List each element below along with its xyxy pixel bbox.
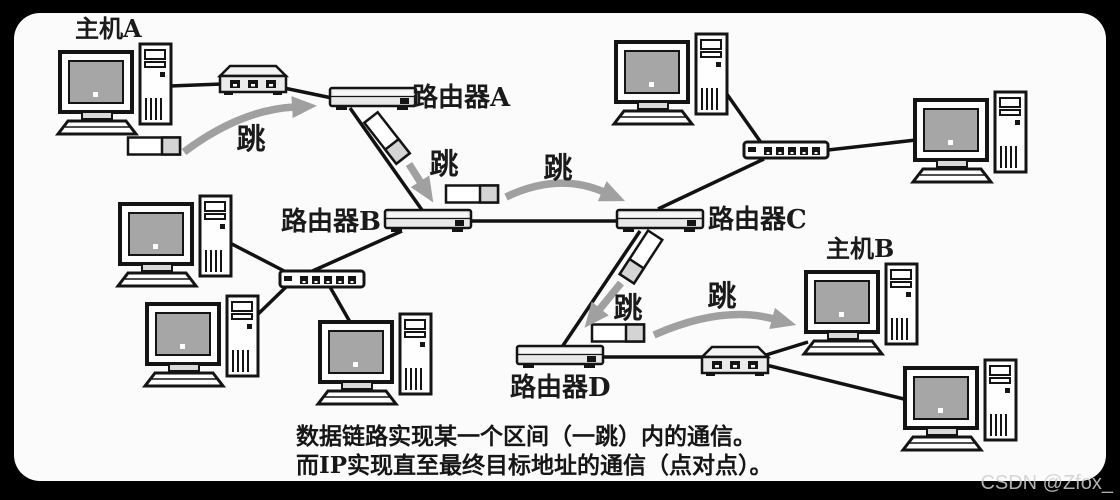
caption-line-2: 而IP实现直至最终目标地址的通信（点对点）。 [296,452,773,479]
hop-label-5: 跳 [707,279,736,313]
link-huba-routera [283,86,333,100]
hop-arrows [181,96,797,339]
link-routerb-switchl [307,229,403,275]
router-c-device [615,208,705,234]
host-b-computer [802,262,919,356]
pc-bottomright [901,358,1018,452]
watermark: CSDN @Zfox_ [980,472,1113,494]
link-hubb-pc-bottomright [765,363,909,402]
host-a-computer [56,42,173,136]
switch-left [278,269,366,289]
hop-label-2: 跳 [429,147,458,181]
pc-topright-1 [612,32,729,126]
router-b-label: 路由器B [281,206,381,237]
hop-label-4: 跳 [613,291,642,325]
hub-top-left [218,64,288,97]
router-d-device [515,344,605,370]
link-switchr-pc-topright2 [827,138,917,152]
hop-arrow-4 [584,280,624,328]
router-d-label: 路由器D [510,372,611,403]
pc-midleft [116,194,233,288]
caption-line-1: 数据链路实现某一个区间（一跳）内的通信。 [296,423,756,450]
packet-5 [590,323,646,343]
pc-bottommid [316,312,433,406]
diagram-panel [14,13,1106,481]
link-routera-routerb [348,106,424,212]
router-a-label: 路由器A [412,82,511,113]
router-a-device [328,86,418,112]
packet-3 [444,184,500,204]
packet-1 [126,136,182,156]
router-b-device [383,208,473,234]
router-c-label: 路由器C [708,204,807,235]
link-hosta-huba [169,82,223,88]
link-hubb-hostb [765,340,809,357]
link-switchr-pc-topright1 [722,88,764,146]
host-b-label: 主机B [826,234,894,263]
link-switchl-pc-bottommid [328,286,352,323]
hop-label-1: 跳 [236,122,265,156]
link-switchl-pc-midleft [227,240,289,275]
pc-bottomleft [143,294,260,388]
switch-right [742,140,830,160]
host-a-label: 主机A [75,14,142,43]
hop-arrow-2 [405,161,434,203]
hub-bottom [700,345,770,378]
link-routerc-switchr [657,157,765,211]
pc-topright-2 [911,90,1028,184]
link-routerc-routerd [560,230,642,348]
hop-arrow-3 [504,179,626,202]
hop-arrow-5 [652,307,797,339]
network-links [169,82,917,402]
caption: 数据链路实现某一个区间（一跳）内的通信。 而IP实现直至最终目标地址的通信（点对… [296,423,773,479]
labels: 主机A 主机B 路由器A 路由器B 路由器C 路由器D 跳 跳 跳 跳 跳 [75,14,894,403]
hop-arrow-1 [181,96,317,156]
hop-label-3: 跳 [543,151,572,185]
